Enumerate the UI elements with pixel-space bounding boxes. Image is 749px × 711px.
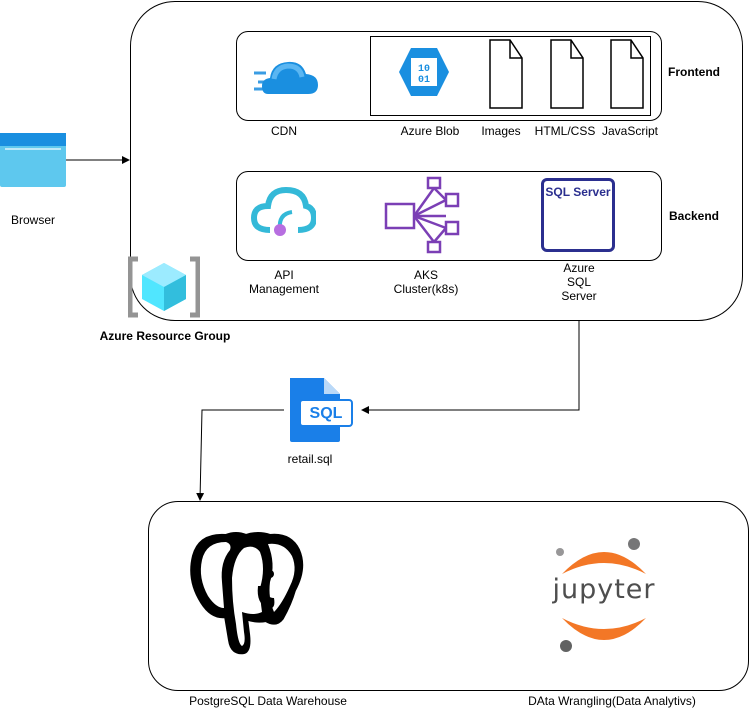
postgresql-label: PostgreSQL Data Warehouse [189, 694, 347, 708]
javascript-label: JavaScript [601, 124, 659, 138]
api-management-icon [248, 186, 318, 244]
cdn-label: CDN [271, 124, 297, 138]
api-label-line1: API [274, 268, 294, 282]
sql-server-badge: SQL Server [545, 185, 611, 199]
aks-cluster-icon [384, 176, 464, 256]
sql-file-badge: SQL [309, 405, 343, 422]
htmlcss-label: HTML/CSS [534, 124, 596, 138]
aks-label-line2: Cluster(k8s) [393, 282, 459, 296]
sql-label-line1: Azure [563, 261, 595, 275]
cloud-icon [252, 55, 320, 95]
frontend-box [236, 31, 662, 121]
htmlcss-file-icon [549, 38, 585, 110]
jupyter-label: DAta Wrangling(Data Analytivs) [528, 694, 696, 708]
blob-binary-text: 10 [418, 64, 430, 75]
file-to-warehouse-arrow [196, 409, 284, 501]
azure-blob-icon: 10 01 [397, 46, 451, 98]
browser-icon [0, 133, 66, 187]
sql-file-icon: SQL [284, 376, 356, 444]
sql-label-line2: SQL [566, 275, 591, 289]
frontend-static-box [370, 36, 651, 116]
api-label-line2: Management [248, 282, 320, 296]
postgresql-elephant-icon [186, 528, 314, 660]
sql-label-line3: Server [561, 289, 597, 303]
jupyter-logo-icon: jupyter [548, 536, 660, 656]
jupyter-wordmark: jupyter [552, 574, 656, 605]
backend-title: Backend [668, 209, 720, 223]
browser-label: Browser [10, 213, 55, 227]
images-label: Images [481, 124, 521, 138]
resource-group-label: Azure Resource Group [99, 329, 231, 343]
resource-group-icon [127, 255, 201, 319]
blob-binary-text-2: 01 [418, 75, 430, 86]
images-file-icon [488, 38, 524, 110]
backend-box [236, 171, 662, 261]
sql-to-file-arrow [361, 300, 580, 414]
frontend-title: Frontend [668, 65, 720, 79]
sql-server-icon: SQL Server [541, 178, 615, 252]
javascript-file-icon [609, 38, 645, 110]
sql-file-label: retail.sql [287, 452, 333, 466]
azure-blob-label: Azure Blob [400, 124, 460, 138]
aks-label-line1: AKS [413, 268, 438, 282]
